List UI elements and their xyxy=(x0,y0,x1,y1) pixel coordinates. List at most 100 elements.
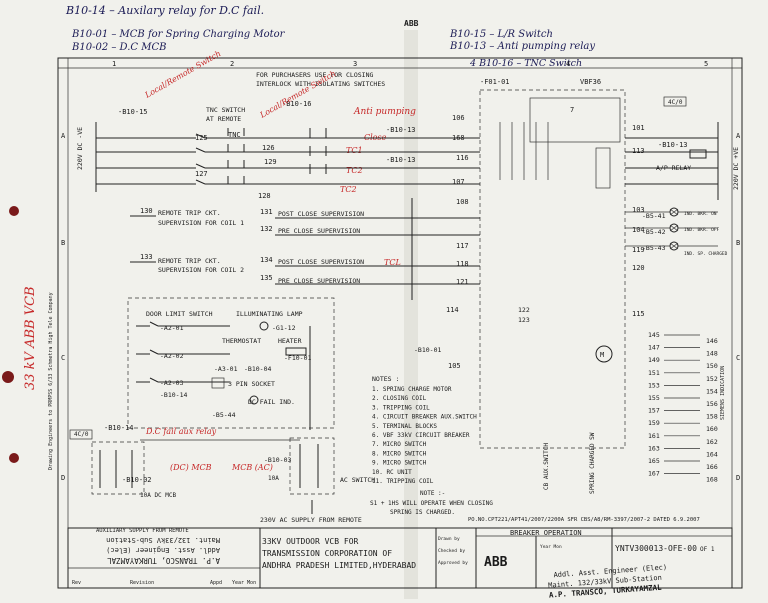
anti-pumping-handwritten: Anti pumping xyxy=(353,107,416,117)
note-item: 5. TERMINAL BLOCKS xyxy=(372,423,437,430)
title-line-1: 33KV OUTDOOR VCB FOR xyxy=(262,537,359,546)
pre-close-1: PRE CLOSE SUPERVISION xyxy=(278,227,360,235)
cb-aux-label: CB AUX.SWITCH xyxy=(543,443,550,490)
ac-switch-label: AC SWITCH xyxy=(340,476,375,484)
b10-16-label: -B10-16 xyxy=(282,100,312,108)
column-1: 1 xyxy=(112,60,116,68)
b10-04-label: -B10-04 xyxy=(244,365,271,373)
terminal-122: 122 xyxy=(518,306,530,314)
mcb-10a-label: 10A xyxy=(268,475,279,482)
terminal-102: 101 xyxy=(632,124,645,132)
tnc-label: TNC xyxy=(228,131,241,139)
terminal-128: 128 xyxy=(258,192,271,200)
f10-01-label: -F10-01 xyxy=(284,354,311,362)
row-a-right: A xyxy=(736,132,741,140)
row-c: C xyxy=(61,354,65,362)
terminal-166: 166 xyxy=(706,463,718,471)
b5-42-label: -B5-42 xyxy=(642,228,666,236)
ap-relay-coil xyxy=(689,149,707,159)
door-contact xyxy=(149,321,159,327)
terminal-150: 150 xyxy=(706,362,718,370)
terminal-130: 130 xyxy=(140,207,153,215)
terminal-101: 168 xyxy=(452,134,465,142)
a2-02-label: -A2-02 xyxy=(160,352,184,360)
b5-41-label: -B5-41 xyxy=(642,212,666,220)
terminal-116: 116 xyxy=(456,154,469,162)
supervision-2: SUPERVISION FOR COIL 2 xyxy=(158,266,244,274)
row-b-right: B xyxy=(736,239,740,247)
notes-title: NOTES : xyxy=(372,375,399,383)
rev-label: Rev xyxy=(72,580,81,586)
pre-close-2: PRE CLOSE SUPERVISION xyxy=(278,277,360,285)
terminal-148: 148 xyxy=(706,350,718,358)
b10-14-lower: -B10-14 xyxy=(104,424,134,432)
dc-4c-label: 4C/0 xyxy=(74,431,89,438)
siemens-indication: SIEMENS INDICATION xyxy=(720,366,726,420)
note-item: 2. CLOSING COIL xyxy=(372,395,427,402)
row-d: D xyxy=(61,474,65,482)
dc-4c-box xyxy=(69,429,93,440)
coil-symbol xyxy=(595,147,611,189)
socket-symbol xyxy=(211,377,225,389)
title-block xyxy=(67,527,733,589)
terminal-161: 161 xyxy=(648,432,660,440)
door-contact xyxy=(149,377,159,383)
handwritten-note-2: B10-01 – MCB for Spring Charging Motor xyxy=(71,29,286,40)
switch-contact xyxy=(195,133,206,139)
po-number: PO.NO.CPT221/APT41/2007/2200A SFR CBS/A8… xyxy=(468,517,700,523)
terminal-146: 146 xyxy=(706,337,718,345)
terminal-163: 163 xyxy=(648,444,660,452)
terminal-157: 157 xyxy=(648,407,660,415)
note-label: NOTE :- xyxy=(420,490,445,497)
row-a: A xyxy=(61,132,66,140)
terminal-125: 125 xyxy=(195,134,208,142)
spring-motor-symbol xyxy=(595,345,613,363)
terminal-164: 164 xyxy=(706,450,718,458)
dc-mcb-label: 10A DC MCB xyxy=(140,492,177,499)
terminal-135: 135 xyxy=(260,274,273,282)
b10-03-label: -B10-03 xyxy=(264,456,291,464)
terminal-132: 132 xyxy=(260,225,273,233)
note-item: 11. TRIPPING COIL xyxy=(372,478,434,485)
door-limit-label: DOOR LIMIT SWITCH xyxy=(146,310,213,318)
terminal-131: 131 xyxy=(260,208,273,216)
b10-13-mid-label: -B10-13 xyxy=(386,156,416,164)
stamp-left-line2: Addl. Asst. Engineer (Elec) xyxy=(106,546,220,554)
b10-14-label: -B10-14 xyxy=(160,391,187,399)
b10-01-label: -B10-01 xyxy=(414,346,441,354)
note-item: 8. MICRO SWITCH xyxy=(372,450,427,457)
purchasers-label-1: FOR PURCHASERS USE FOR CLOSING xyxy=(256,71,373,79)
handwritten-note-5: B10-13 – Anti pumping relay xyxy=(449,41,595,52)
checked-by: Checked by xyxy=(438,548,465,554)
lamp-cross xyxy=(669,208,679,216)
terminal-117: 117 xyxy=(456,242,469,250)
note-item: 3. TRIPPING COIL xyxy=(372,404,430,411)
tnc-switch-label: TNC SWITCH xyxy=(206,106,245,114)
note-item: 10. RC UNIT xyxy=(372,469,412,476)
note-item: 7. MICRO SWITCH xyxy=(372,441,427,448)
row-c-right: C xyxy=(736,354,740,362)
remote-trip-1: REMOTE TRIP CKT. xyxy=(158,209,221,217)
terminal-147: 147 xyxy=(648,344,660,352)
aux-supply-label: AUXILIARY SUPPLY FROM REMOTE xyxy=(96,528,189,534)
terminal-113: 113 xyxy=(632,147,645,155)
dc-fail-ind-label: DC FAIL IND. xyxy=(248,398,295,406)
terminal-104: 104 xyxy=(632,226,645,234)
mcb-dc-handwritten: (DC) MCB xyxy=(170,463,212,472)
dc-4c-right-box xyxy=(663,96,687,107)
column-3: 3 xyxy=(353,60,357,68)
dc-mcb-outline xyxy=(91,441,145,495)
terminal-123: 123 xyxy=(518,316,530,324)
tc2-handwritten: TC2 xyxy=(346,166,363,175)
handwritten-note-1: B10-14 – Auxilary relay for D.C fail. xyxy=(65,4,264,17)
year-mon: Year Mon xyxy=(540,544,562,550)
note-item: 4. CIRCUIT BREAKER AUX.SWITCH xyxy=(372,414,477,421)
illum-lamp-label: ILLUMINATING LAMP xyxy=(236,310,303,318)
terminal-126: 126 xyxy=(262,144,275,152)
door-contact xyxy=(149,349,159,355)
remote-trip-2: REMOTE TRIP CKT. xyxy=(158,257,221,265)
b10-13-right-label: -B10-13 xyxy=(658,141,688,149)
